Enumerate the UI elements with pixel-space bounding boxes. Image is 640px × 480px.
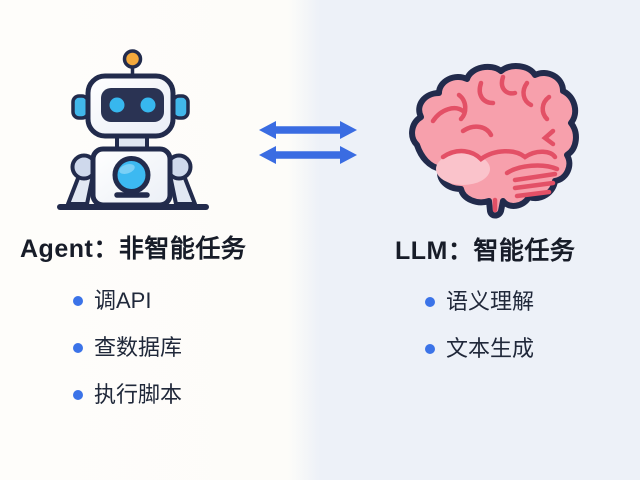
agent-task-list: 调API 查数据库 执行脚本: [73, 288, 182, 408]
bullet-icon: [73, 343, 83, 353]
robot-icon: [55, 47, 215, 215]
bullet-icon: [73, 296, 83, 306]
list-item-label: 文本生成: [446, 336, 535, 361]
list-item-label: 查数据库: [94, 335, 183, 360]
list-item-label: 执行脚本: [94, 382, 183, 407]
list-item: 文本生成: [425, 336, 534, 362]
bullet-icon: [425, 344, 435, 354]
list-item: 执行脚本: [73, 382, 182, 408]
list-item-label: 语义理解: [446, 289, 535, 314]
list-item-label: 调API: [94, 288, 152, 313]
bidirectional-arrows-icon: [256, 116, 360, 168]
bullet-icon: [425, 297, 435, 307]
list-item: 查数据库: [73, 335, 182, 361]
brain-icon: [403, 61, 581, 219]
list-item: 调API: [73, 288, 182, 314]
list-item: 语义理解: [425, 289, 534, 315]
bullet-icon: [73, 390, 83, 400]
llm-title: LLM：智能任务: [395, 237, 576, 265]
llm-task-list: 语义理解 文本生成: [425, 289, 534, 362]
agent-title: Agent：非智能任务: [20, 235, 247, 263]
